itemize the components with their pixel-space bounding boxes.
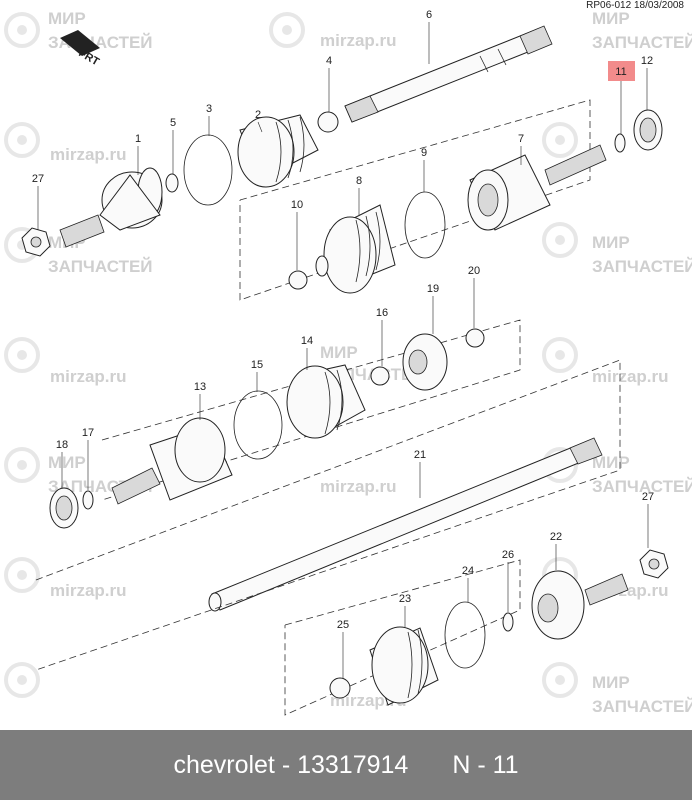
watermark-line1: МИР [48,453,86,472]
clamp-part-4 [317,111,339,133]
shaft-part-21 [208,437,603,612]
watermark-line2: ЗАПЧАСТЕЙ [592,257,692,276]
watermark-line2: ЗАПЧАСТЕЙ [592,33,692,52]
watermark-site: mirzap.ru [50,367,127,386]
tripod-part-19 [402,333,448,391]
seal-part-12 [633,109,663,151]
callout-24: 24 [462,565,474,577]
upper-group-outline [239,99,591,301]
circlip-part-11 [614,133,626,153]
callout-27-upper: 27 [32,173,44,185]
clamp-part-16 [370,366,390,386]
callout-11: 11 [615,66,626,78]
callout-23: 23 [399,593,411,605]
clamp-part-10 [288,270,308,290]
callout-16: 16 [376,307,388,319]
watermark-line1: МИР [592,233,630,252]
watermark-site: mirzap.ru [592,367,669,386]
housing-part-13 [111,417,233,505]
callout-17: 17 [82,427,94,439]
watermark-site: mirzap.ru [50,581,127,600]
callout-10: 10 [291,199,303,211]
lower-group-outline [35,359,621,671]
circlip-part-17 [82,490,94,510]
callout-14: 14 [301,335,313,347]
callout-9: 9 [421,147,427,159]
callout-3: 3 [206,103,212,115]
callout-7: 7 [518,133,524,145]
circlip-part-26 [502,612,514,632]
boot-part-14 [286,364,366,439]
cv-joint-part-1 [59,167,163,248]
watermark-logo [4,12,578,698]
clamp-part-25 [329,677,351,699]
upper-shaft-assembly [21,25,663,301]
callout-5: 5 [170,117,176,129]
watermark-line1: МИР [320,343,358,362]
callout-27-lower: 27 [642,491,654,503]
callout-25: 25 [337,619,349,631]
boot-part-2 [237,114,319,188]
callout-1: 1 [135,133,141,145]
callout-leaders [37,22,649,678]
callout-12: 12 [641,55,653,67]
reference-code: RP06-012 18/03/2008 [586,0,684,11]
nut-part-27-upper [21,227,51,257]
watermark-site: mirzap.ru [50,145,127,164]
callout-labels: 1 2 3 4 5 6 7 8 9 10 11 12 13 14 15 16 1… [32,9,654,631]
footer-position: N - 11 [452,750,519,779]
watermark-site: mirzap.ru [320,477,397,496]
housing-part-7 [467,144,607,231]
callout-15: 15 [251,359,263,371]
callout-8: 8 [356,175,362,187]
callout-6: 6 [426,9,432,21]
callout-19: 19 [427,283,439,295]
footer-part-number: chevrolet - 13317914 [173,750,409,779]
callout-highlight [608,61,635,81]
watermark-line2: ЗАПЧАСТЕЙ [48,257,153,276]
clamp-part-9 [404,191,446,259]
clamp-part-24 [444,601,486,669]
callout-26: 26 [502,549,514,561]
lower-shaft-assembly [35,319,669,716]
callout-18: 18 [56,439,68,451]
watermark-line1: МИР [592,673,630,692]
clamp-part-15 [233,390,283,460]
parts-diagram: МИР ЗАПЧАСТЕЙ mirzap.ru МИР ЗАПЧАСТЕЙ mi… [4,9,692,716]
clamp-part-3 [183,134,233,206]
watermark-line2: ЗАПЧАСТЕЙ [592,477,692,496]
callout-4: 4 [326,55,332,67]
callout-13: 13 [194,381,206,393]
watermark-site: mirzap.ru [320,31,397,50]
watermark-line1: МИР [592,9,630,28]
watermark-line2: ЗАПЧАСТЕЙ [48,33,153,52]
callout-21: 21 [414,449,426,461]
callout-20: 20 [468,265,480,277]
watermark-line2: ЗАПЧАСТЕЙ [592,697,692,716]
watermark-line1: МИР [48,9,86,28]
cv-joint-part-22 [531,570,629,640]
boot-part-23 [369,626,439,706]
footer-bar: chevrolet - 13317914 N - 11 [0,730,692,800]
circlip-part-5 [165,173,179,193]
seal-part-18 [49,487,79,529]
nut-part-27-lower [639,549,669,579]
callout-22: 22 [550,531,562,543]
shaft-part-6 [344,25,553,123]
clamp-part-20 [465,328,485,348]
boot-part-8 [315,204,396,294]
callout-2: 2 [255,109,261,121]
